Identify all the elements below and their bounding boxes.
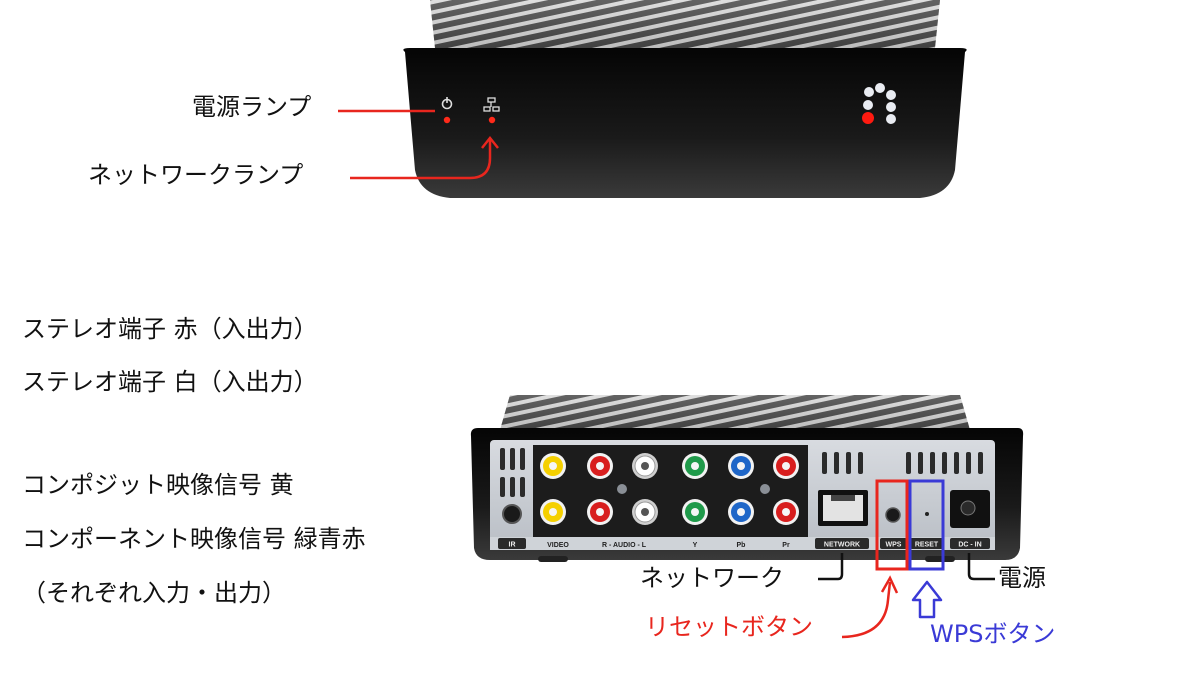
rca-yellow-top — [540, 453, 566, 479]
power-callout-label: 電源 — [998, 564, 1046, 592]
rca-white-top — [632, 453, 658, 479]
network-callout-label: ネットワーク — [640, 564, 784, 592]
screw-left — [617, 484, 627, 494]
stereo-white-label: ステレオ端子 白（入出力） — [22, 368, 318, 396]
device-front-body — [403, 48, 967, 198]
reset-pinhole — [925, 512, 929, 516]
reset-button-label: リセットボタン — [645, 613, 813, 641]
network-port-label: NETWORK — [824, 542, 860, 549]
network-label-box — [815, 538, 869, 549]
rca-blue-top — [728, 453, 754, 479]
brand-logo — [862, 83, 896, 124]
rca-yellow-bottom — [540, 499, 566, 525]
device-back: IR VIDEO R - AUDIO - L Y Pb Pr NETWORK W… — [470, 395, 1024, 562]
wps-button — [885, 507, 901, 523]
ir-jack — [502, 504, 522, 524]
ir-label-box — [498, 538, 526, 549]
network-lamp-label: ネットワークランプ — [88, 161, 304, 189]
wps-port-label: WPS — [886, 542, 902, 549]
in-out-note-label: （それぞれ入力・出力） — [22, 579, 286, 607]
rca-green-top — [682, 453, 708, 479]
ir-port-label: IR — [509, 542, 516, 549]
component-label: コンポーネント映像信号 緑青赤 — [22, 525, 366, 553]
pb-port-label: Pb — [737, 542, 746, 549]
rca-blue-bottom — [728, 499, 754, 525]
power-icon — [441, 97, 453, 110]
device-front — [403, 0, 967, 198]
reset-leader — [841, 581, 892, 639]
right-vents — [822, 452, 983, 474]
screw-right — [760, 484, 770, 494]
reset-arrowhead — [880, 575, 899, 594]
network-lamp-leader — [350, 140, 492, 180]
network-led — [488, 116, 496, 124]
stereo-red-label: ステレオ端子 赤（入出力） — [22, 315, 318, 343]
rca-red-bottom — [587, 499, 613, 525]
wps-highlight-box — [908, 479, 945, 571]
network-icon — [483, 97, 500, 112]
power-leader — [967, 553, 995, 581]
rca-red-top — [587, 453, 613, 479]
reset-label-box — [910, 538, 943, 549]
audio-port-label: R - AUDIO - L — [602, 542, 647, 549]
y-port-label: Y — [693, 542, 698, 549]
pr-port-label: Pr — [782, 542, 790, 549]
rca-red2-top — [773, 453, 799, 479]
composite-label: コンポジット映像信号 黄 — [22, 471, 294, 499]
reset-highlight-box — [875, 479, 909, 571]
dc-in-port-label: DC - IN — [958, 542, 981, 549]
left-vents — [500, 448, 525, 497]
rca-white-bottom — [632, 499, 658, 525]
wps-arrow — [911, 580, 943, 619]
rca-green-bottom — [682, 499, 708, 525]
dc-label-box — [950, 538, 990, 549]
network-leader — [818, 553, 844, 581]
wps-button-label: WPSボタン — [930, 620, 1056, 648]
power-lamp-label: 電源ランプ — [192, 93, 312, 121]
rca-red2-bottom — [773, 499, 799, 525]
wps-label-box — [880, 538, 907, 549]
power-led — [443, 116, 451, 124]
video-port-label: VIDEO — [547, 542, 569, 549]
reset-port-label: RESET — [915, 542, 939, 549]
network-lamp-arrowhead — [481, 135, 499, 149]
